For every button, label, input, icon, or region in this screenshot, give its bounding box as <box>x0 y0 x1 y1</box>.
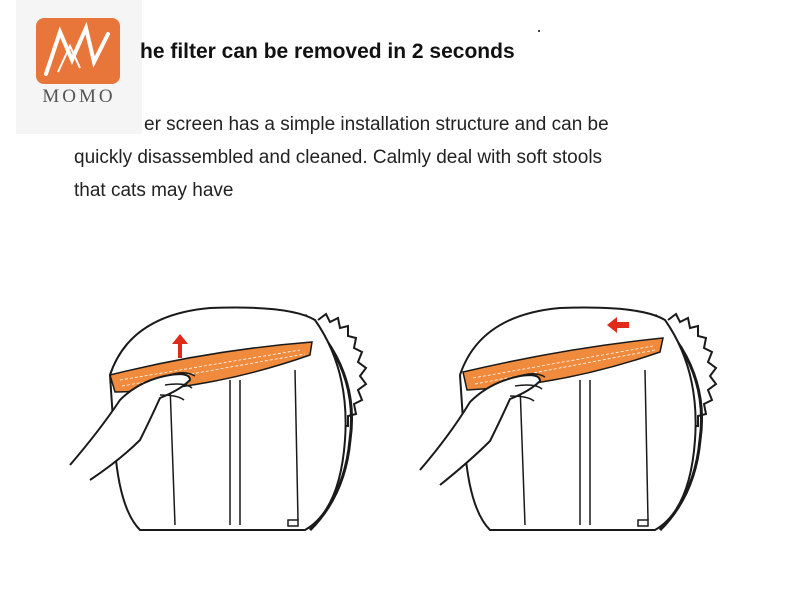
logo-mark-icon <box>36 18 120 84</box>
illustration-filter-lift <box>60 280 390 580</box>
arrow-left-icon <box>607 317 629 333</box>
logo-text: MOMO <box>42 86 116 107</box>
description-line-3: that cats may have <box>74 180 234 201</box>
description: er screen has a simple installation stru… <box>74 108 694 207</box>
hand <box>69 373 192 481</box>
page-heading: he filter can be removed in 2 seconds <box>140 40 515 63</box>
description-line-2: quickly disassembled and cleaned. Calmly… <box>74 147 603 168</box>
stray-dot <box>538 30 540 32</box>
hand <box>419 374 542 486</box>
arrow-up-icon <box>172 334 188 358</box>
brand-logo: MOMO <box>16 0 142 134</box>
illustration-filter-slide <box>415 280 745 580</box>
description-line-1: er screen has a simple installation stru… <box>144 114 609 135</box>
